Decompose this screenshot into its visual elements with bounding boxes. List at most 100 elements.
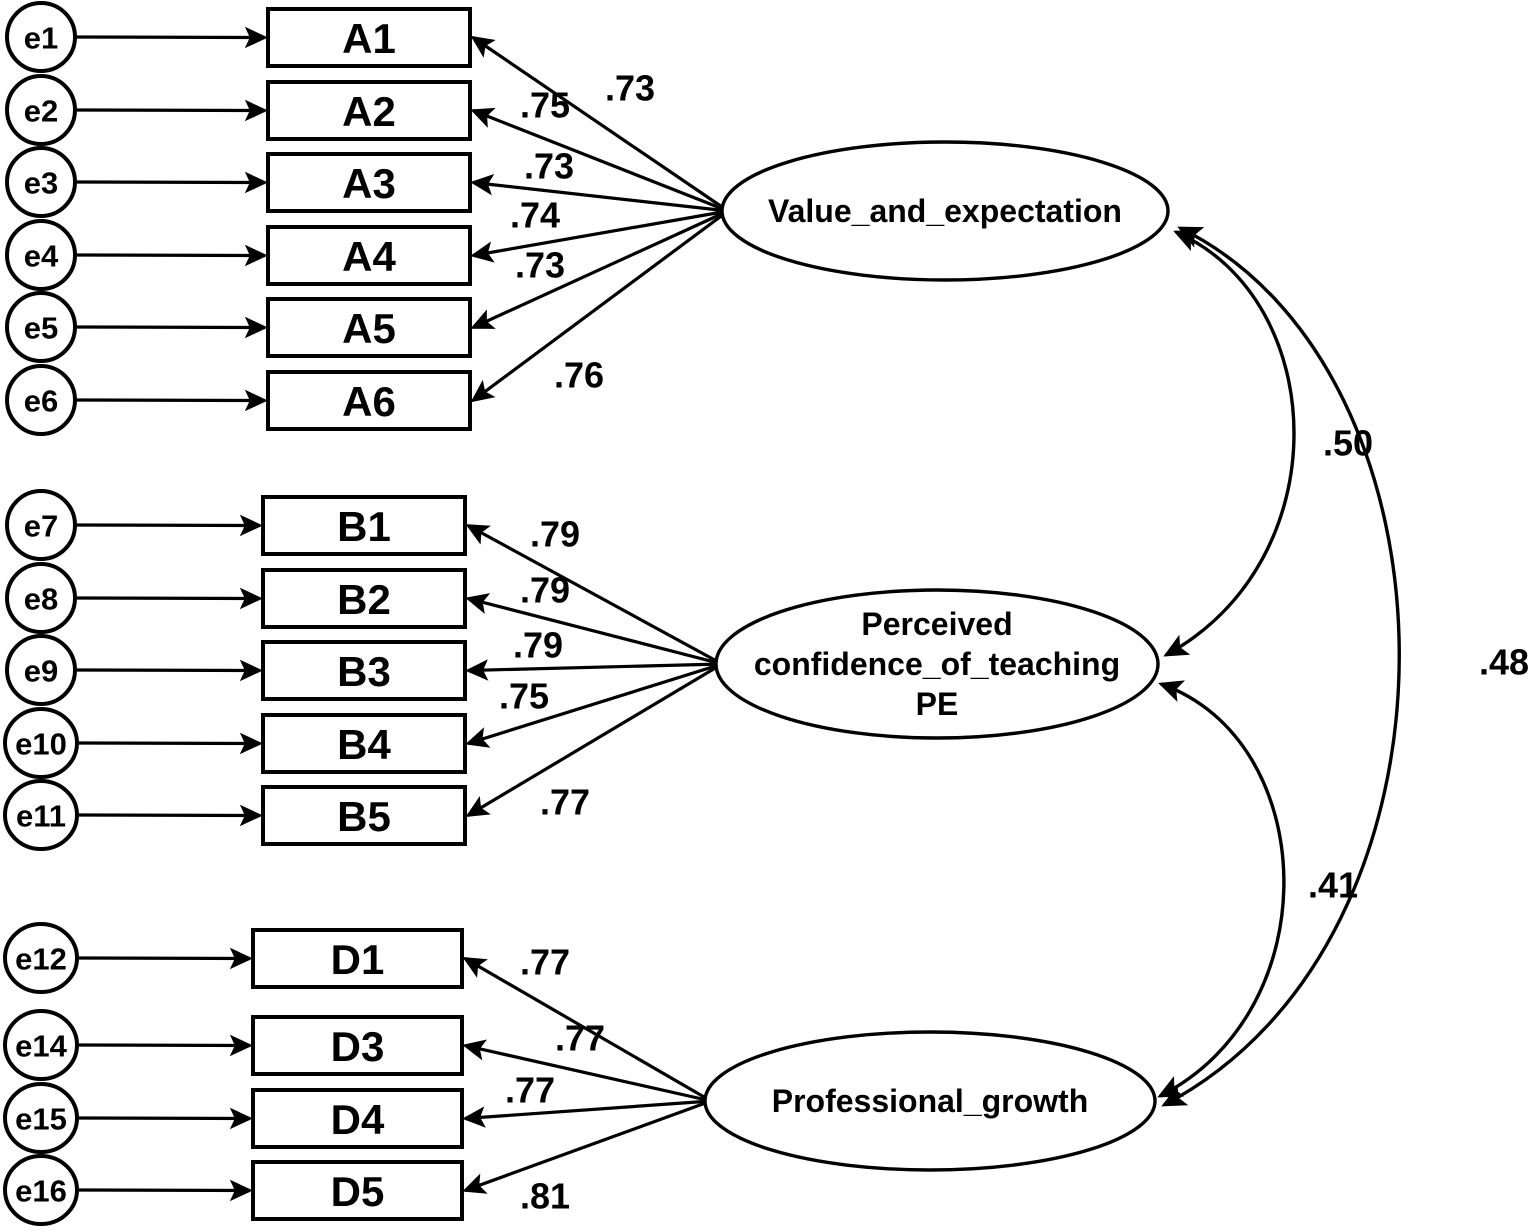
loading-value-B1: .79	[530, 514, 580, 555]
error-label-e7: e7	[24, 509, 58, 544]
loading-arrow-professional_growth-to-D4	[462, 1099, 712, 1128]
indicator-label-A1: A1	[342, 15, 396, 62]
loading-value-A2: .75	[520, 85, 570, 126]
corr-perceived-professional-value: .41	[1308, 865, 1358, 906]
error-arrow-e3-to-A3	[74, 171, 268, 194]
error-label-e4: e4	[24, 239, 59, 274]
error-circle-e6	[5, 364, 77, 436]
correlation-label-group: .50.41.48	[1308, 423, 1529, 906]
corr-value-perceived-value: .50	[1323, 423, 1373, 464]
indicator-label-B4: B4	[337, 721, 391, 768]
error-label-e5: e5	[24, 311, 58, 346]
error-arrow-e16-to-D5	[76, 1179, 253, 1202]
error-circle-e16	[3, 1154, 79, 1226]
error-label-e9: e9	[24, 654, 58, 689]
error-arrow-e5-to-A5	[74, 316, 268, 339]
loading-arrow-perceived_confidence-to-B4	[465, 662, 723, 748]
indicator-box-D5	[251, 1160, 464, 1221]
error-arrow-e8-to-B2	[74, 587, 263, 610]
loading-value-D5: .81	[520, 1176, 570, 1217]
loading-value-B3: .79	[513, 625, 563, 666]
indicator-label-D5: D5	[331, 1168, 385, 1215]
loading-arrow-perceived_confidence-to-B5	[465, 662, 723, 817]
loading-value-B2: .79	[520, 570, 570, 611]
indicator-label-D3: D3	[331, 1023, 385, 1070]
indicator-box-D3	[251, 1015, 464, 1076]
error-arrow-e14-to-D3	[76, 1034, 253, 1057]
error-arrow-e10-to-B4	[76, 732, 263, 755]
indicator-box-A5	[266, 297, 472, 358]
factor-ellipse-professional_growth	[703, 1030, 1157, 1172]
error-label-e12: e12	[15, 942, 67, 977]
loading-arrow-value_and_expectation-to-A2	[470, 107, 729, 213]
indicator-label-A2: A2	[342, 88, 396, 135]
indicator-box-A1	[266, 7, 472, 68]
loading-value-B5: .77	[540, 782, 590, 823]
error-label-e1: e1	[24, 21, 58, 56]
error-label-e6: e6	[24, 384, 58, 419]
indicator-box-B1	[261, 495, 467, 556]
indicator-label-A5: A5	[342, 305, 396, 352]
loading-value-A3: .73	[524, 146, 574, 187]
indicator-box-B3	[261, 640, 467, 701]
loading-value-D3: .77	[555, 1018, 605, 1059]
loading-arrow-professional_growth-to-D1	[462, 957, 712, 1103]
indicator-label-B3: B3	[337, 648, 391, 695]
indicator-label-A4: A4	[342, 233, 396, 280]
factor-ellipse-value_and_expectation	[720, 140, 1170, 282]
loading-path-group	[462, 35, 729, 1194]
error-label-e2: e2	[24, 94, 58, 129]
loading-arrow-value_and_expectation-to-A5	[470, 209, 729, 329]
error-arrow-e9-to-B3	[74, 659, 263, 682]
error-circle-e12	[3, 922, 79, 994]
factor-label-professional_growth: Professional_growth	[772, 1083, 1089, 1119]
loading-arrow-perceived_confidence-to-B2	[465, 593, 723, 666]
error-arrow-e15-to-D4	[76, 1107, 253, 1130]
error-circle-e14	[3, 1009, 79, 1081]
indicator-box-A4	[266, 225, 472, 286]
indicator-box-D1	[251, 928, 464, 989]
loading-arrow-professional_growth-to-D5	[462, 1099, 712, 1194]
indicator-box-A6	[266, 370, 472, 431]
indicator-box-D4	[251, 1088, 464, 1149]
error-circle-e9	[5, 634, 77, 706]
loading-arrow-professional_growth-to-D3	[462, 1039, 712, 1103]
loading-arrow-value_and_expectation-to-A4	[470, 209, 729, 263]
factor-ellipse-perceived_confidence	[714, 588, 1160, 740]
error-circle-e1	[5, 1, 77, 73]
error-label-e14: e14	[15, 1029, 67, 1064]
indicator-box-B5	[261, 785, 467, 846]
loading-arrow-perceived_confidence-to-B3	[465, 659, 723, 681]
error-label-e10: e10	[15, 727, 67, 762]
error-circle-e4	[5, 219, 77, 291]
indicator-box-A2	[266, 80, 472, 141]
loading-value-A4: .74	[510, 195, 560, 236]
loading-arrow-value_and_expectation-to-A6	[470, 209, 729, 403]
error-circle-e15	[3, 1082, 79, 1154]
error-arrow-e12-to-D1	[76, 947, 253, 970]
indicator-label-B1: B1	[337, 503, 391, 550]
corr-value-professional-curve	[1161, 226, 1401, 1107]
error-path-group	[74, 26, 268, 1202]
error-label-e15: e15	[15, 1102, 67, 1137]
error-arrow-e7-to-B1	[74, 514, 263, 537]
error-circle-e7	[5, 489, 77, 561]
loading-value-D4: .77	[505, 1070, 555, 1111]
loading-value-A6: .76	[554, 355, 604, 396]
error-label-e11: e11	[16, 799, 66, 834]
loading-value-B4: .75	[499, 676, 549, 717]
error-circle-e8	[5, 562, 77, 634]
indicator-label-A6: A6	[342, 378, 396, 425]
loading-value-A5: .73	[515, 245, 565, 286]
loading-label-group: .73.75.73.74.73.76.79.79.79.75.77.77.77.…	[499, 68, 655, 1217]
loading-value-A1: .73	[605, 68, 655, 109]
indicator-label-B2: B2	[337, 576, 391, 623]
error-circle-e5	[5, 291, 77, 363]
indicator-box-B2	[261, 568, 467, 629]
correlation-path-group	[1157, 226, 1401, 1107]
error-arrow-e11-to-B5	[76, 804, 263, 827]
